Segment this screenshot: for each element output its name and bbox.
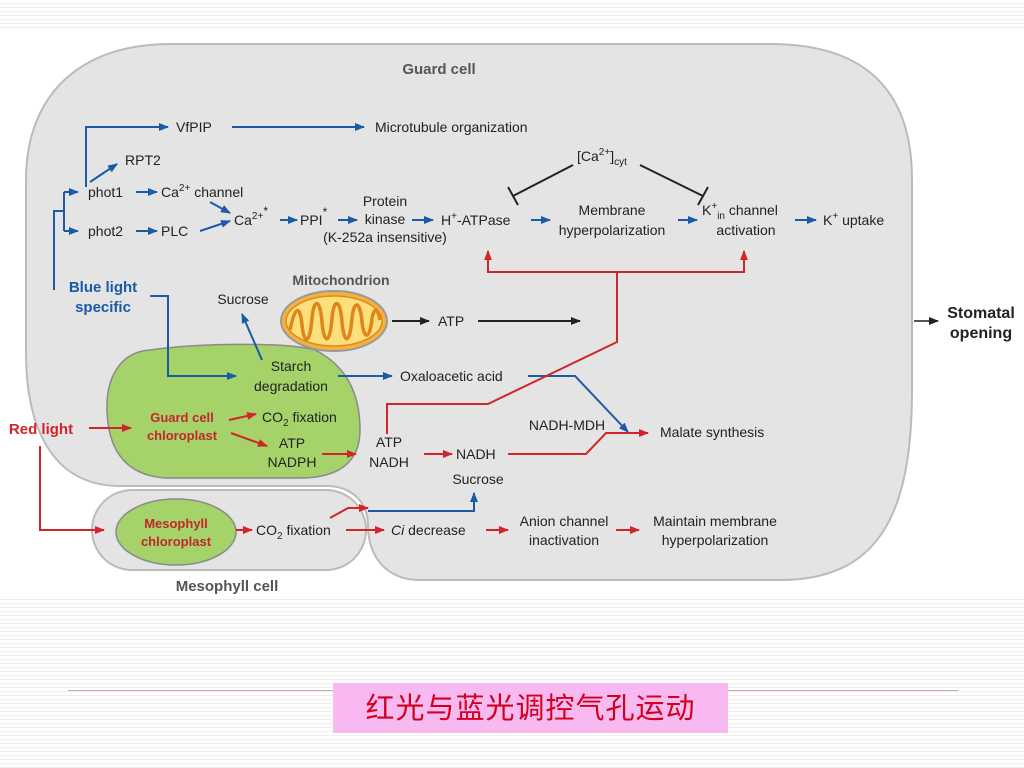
oxaloacetic-label: Oxaloacetic acid (400, 368, 503, 384)
phot1-label: phot1 (88, 184, 123, 200)
blue-light-pathway (53, 123, 817, 512)
mito-atp-label: ATP (438, 313, 464, 329)
atp-nadh-line1: ATP (376, 434, 402, 450)
mitochondrion-icon (280, 290, 388, 352)
starch-line1: Starch (271, 358, 311, 374)
h-atpase-label: H+-ATPase (441, 211, 511, 228)
red-light-pathway (39, 250, 748, 534)
guard-cell-title: Guard cell (402, 61, 475, 78)
mitochondrion-label: Mitochondrion (292, 272, 389, 288)
gc-chloroplast-line2: chloroplast (147, 428, 218, 443)
membrane-hyperpol-line2: hyperpolarization (559, 222, 666, 238)
rpt2-label: RPT2 (125, 152, 161, 168)
anion-channel-line2: inactivation (529, 532, 599, 548)
guard-cell-chloroplast-shape (106, 343, 361, 479)
plc-label: PLC (161, 223, 188, 239)
meso-chloroplast-line1: Mesophyll (144, 516, 208, 531)
ppi-label: PPI* (300, 205, 328, 228)
mesophyll-chloroplast-shape (115, 498, 237, 566)
black-arrows (392, 164, 709, 325)
gc-chloroplast-line1: Guard cell (150, 410, 214, 425)
vfpip-label: VfPIP (176, 119, 212, 135)
stomatal-opening-line2: opening (950, 325, 1012, 342)
phot2-label: phot2 (88, 223, 123, 239)
sucrose-bottom-label: Sucrose (452, 471, 504, 487)
anion-channel-line1: Anion channel (520, 513, 609, 529)
k252a-label: (K-252a insensitive) (323, 229, 447, 245)
stomatal-opening-line1: Stomatal (947, 305, 1015, 322)
microtubule-label: Microtubule organization (375, 119, 528, 135)
atp-nadh-line2: NADH (369, 454, 409, 470)
sucrose-top-label: Sucrose (217, 291, 269, 307)
nadh-mdh-label: NADH-MDH (529, 417, 605, 433)
k-uptake-label: K+ uptake (823, 211, 884, 228)
atp-nadph-line2: NADPH (267, 454, 316, 470)
red-light-label: Red light (9, 421, 73, 438)
malate-label: Malate synthesis (660, 424, 764, 440)
slide-caption: 红光与蓝光调控气孔运动 (333, 683, 728, 733)
protein-kinase-line1: Protein (363, 193, 407, 209)
maintain-line1: Maintain membrane (653, 513, 777, 529)
atp-nadph-line1: ATP (279, 435, 305, 451)
co2-fixation-label: CO2 fixation (262, 409, 337, 429)
meso-chloroplast-line2: chloroplast (141, 534, 212, 549)
blue-light-label-line1: Blue light (69, 279, 137, 296)
ca-channel-label: Ca2+ channel (161, 183, 243, 200)
meso-co2-label: CO2 fixation (256, 522, 331, 542)
mesophyll-cell-title: Mesophyll cell (176, 578, 279, 595)
maintain-line2: hyperpolarization (662, 532, 769, 548)
membrane-hyperpol-line1: Membrane (579, 202, 646, 218)
k-channel-line2: activation (716, 222, 775, 238)
ci-decrease-label: Ci decrease (391, 522, 466, 538)
starch-line2: degradation (254, 378, 328, 394)
protein-kinase-line2: kinase (365, 211, 406, 227)
blue-light-label-line2: specific (75, 299, 131, 316)
nadh-label: NADH (456, 446, 496, 462)
